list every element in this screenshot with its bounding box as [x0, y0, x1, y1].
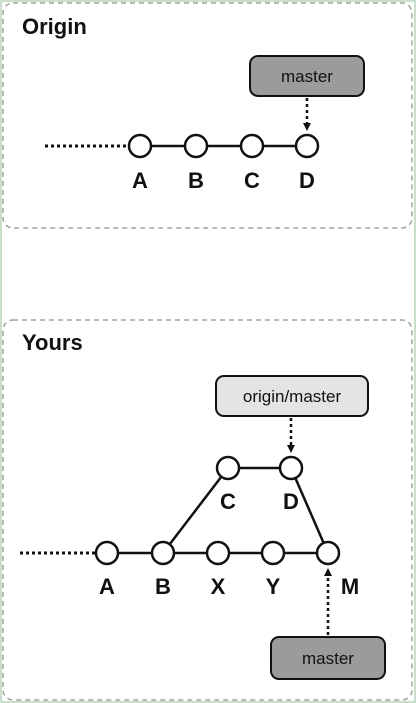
origin-panel-title: Origin: [22, 14, 87, 39]
origin-label-a: A: [132, 168, 148, 193]
origin-panel: Origin A B C D master: [2, 2, 413, 229]
yours-label-a: A: [99, 574, 115, 599]
yours-label-d: D: [283, 489, 299, 514]
yours-panel: Yours A B C D X Y M origin/master: [2, 319, 413, 701]
yours-label-m: M: [341, 574, 359, 599]
origin-master-tracking-ref-box: [215, 375, 369, 417]
yours-edge-b-c: [162, 467, 229, 554]
origin-panel-border: [2, 2, 413, 229]
yours-label-y: Y: [266, 574, 281, 599]
yours-commit-c: [215, 455, 241, 481]
yours-commit-a: [94, 540, 120, 566]
yours-label-x: X: [211, 574, 226, 599]
yours-master-ref-label: master: [302, 649, 354, 668]
origin-label-c: C: [244, 168, 260, 193]
origin-commit-d: [294, 133, 320, 159]
yours-commit-y: [260, 540, 286, 566]
yours-edge-d-m: [289, 467, 330, 554]
origin-commit-b: [183, 133, 209, 159]
origin-master-tracking-ref-label: origin/master: [243, 387, 342, 406]
yours-label-b: B: [155, 574, 171, 599]
yours-commit-x: [205, 540, 231, 566]
origin-master-ref-box: [249, 55, 365, 97]
yours-commit-d: [278, 455, 304, 481]
yours-master-ref-box: [270, 636, 386, 680]
origin-commit-a: [127, 133, 153, 159]
yours-label-c: C: [220, 489, 236, 514]
yours-commit-m: [315, 540, 341, 566]
yours-panel-border: [2, 319, 413, 701]
origin-label-b: B: [188, 168, 204, 193]
origin-commit-c: [239, 133, 265, 159]
yours-commit-b: [150, 540, 176, 566]
origin-master-ref-label: master: [281, 67, 333, 86]
yours-panel-title: Yours: [22, 330, 83, 355]
origin-label-d: D: [299, 168, 315, 193]
